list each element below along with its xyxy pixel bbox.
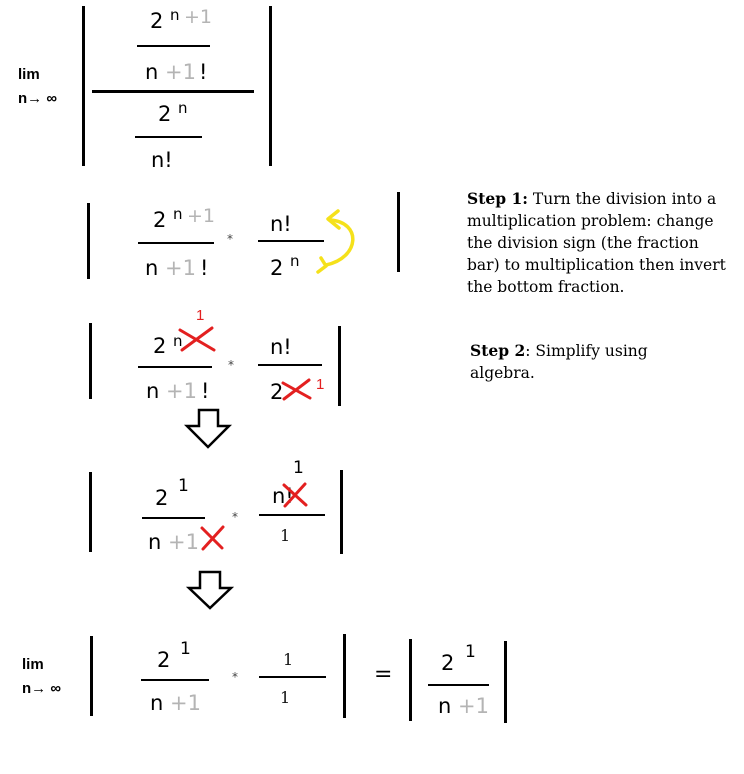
denom-plus-one: +1 — [165, 60, 196, 84]
down-arrow-icon — [183, 408, 233, 449]
n-factorial: n! — [270, 335, 292, 359]
multiply-sign: * — [228, 358, 234, 372]
denom-n: n — [145, 60, 159, 84]
abs-bar-left — [82, 6, 85, 166]
step1-line: multiplication problem: change — [467, 212, 714, 230]
fraction-bar — [259, 676, 326, 678]
denom-n: n — [150, 691, 164, 715]
multiply-sign: * — [232, 510, 238, 524]
multiply-sign: * — [227, 232, 233, 246]
base-two: 2 — [153, 208, 167, 232]
base-two: 2 — [150, 9, 164, 33]
abs-bar-right — [269, 6, 272, 166]
cross-out-icon — [282, 482, 308, 508]
lim-label: lim — [22, 656, 44, 673]
abs-bar-left — [90, 636, 93, 716]
denom-plus-one: +1 — [168, 530, 199, 554]
exp-n: n — [290, 252, 300, 270]
fraction-bar — [138, 366, 212, 368]
abs-bar-right — [504, 641, 507, 723]
lim-label: lim — [18, 66, 40, 83]
denom-plus-one: +1 — [165, 256, 196, 280]
exp-plus-one: +1 — [184, 6, 213, 28]
factorial-mark: ! — [199, 60, 208, 84]
base-two: 2 — [157, 648, 171, 672]
base-two: 2 — [153, 334, 167, 358]
denom-n: n — [145, 256, 159, 280]
exponent-one: 1 — [465, 642, 476, 662]
step2-line: algebra. — [470, 364, 535, 382]
factorial-mark: ! — [200, 256, 209, 280]
exponent-one: 1 — [178, 476, 189, 496]
denom-n: n — [146, 379, 160, 403]
n-factorial: n! — [270, 212, 292, 236]
base-two: 2 — [155, 486, 169, 510]
factorial-mark: ! — [201, 379, 210, 403]
abs-bar-left — [89, 323, 92, 399]
fraction-bar-top — [137, 45, 210, 47]
replacement-one: 1 — [196, 307, 205, 324]
step1-heading: Step 1: — [467, 189, 528, 208]
multiply-sign: * — [232, 670, 238, 684]
fraction-bar — [138, 242, 214, 244]
base-two: 2 — [270, 256, 284, 280]
step1-line: bar) to multiplication then invert — [467, 256, 726, 274]
exp-n: n — [173, 332, 183, 350]
down-arrow-icon — [185, 570, 235, 610]
base-two: 2 — [441, 651, 455, 675]
base-two: 2 — [270, 380, 284, 404]
step1-text: Step 1: Turn the division into a multipl… — [467, 188, 726, 298]
curved-arrow-icon — [316, 209, 355, 274]
exp-plus-one: +1 — [187, 205, 216, 227]
abs-bar-right — [338, 326, 341, 406]
abs-bar-left — [87, 203, 90, 279]
n-factorial: n! — [151, 148, 173, 172]
fraction-bar — [258, 364, 322, 366]
abs-bar-right — [397, 192, 400, 272]
exp-n: n — [173, 205, 183, 223]
step2-line: : Simplify using — [525, 342, 648, 360]
cross-out-icon — [200, 525, 225, 551]
abs-bar-right — [343, 634, 346, 718]
step1-line: the bottom fraction. — [467, 278, 625, 296]
exp-n: n — [170, 6, 180, 24]
lim-approach: n→ ∞ — [22, 680, 62, 697]
abs-bar-right — [340, 470, 343, 554]
denom-n: n — [438, 694, 452, 718]
fraction-bar — [141, 679, 209, 681]
step1-line: Turn the division into a — [527, 190, 717, 208]
fraction-bar — [258, 240, 324, 242]
denominator-one: 1 — [280, 526, 291, 545]
fraction-bar-bottom — [135, 136, 202, 138]
denom-plus-one: +1 — [170, 691, 201, 715]
fraction-bar — [142, 517, 205, 519]
replacement-one: 1 — [293, 458, 304, 478]
fraction-bar — [259, 514, 325, 516]
base-two: 2 — [158, 102, 172, 126]
lim-approach: n→ ∞ — [18, 90, 58, 107]
exponent-one: 1 — [180, 639, 191, 659]
denom-n: n — [148, 530, 162, 554]
step2-text: Step 2: Simplify using algebra. — [470, 340, 648, 384]
abs-bar-left — [409, 639, 412, 721]
step2-heading: Step 2 — [470, 341, 526, 360]
numerator-one: 1 — [283, 650, 294, 669]
denominator-one: 1 — [280, 688, 291, 707]
main-division-bar — [92, 90, 254, 93]
cross-out-icon — [281, 378, 312, 401]
step1-line: the division sign (the fraction — [467, 234, 699, 252]
cross-out-icon — [178, 326, 216, 352]
denom-plus-one: +1 — [458, 694, 489, 718]
fraction-bar — [428, 684, 489, 686]
replacement-one: 1 — [316, 376, 325, 393]
exp-n: n — [178, 99, 188, 117]
denom-plus-one: +1 — [166, 379, 197, 403]
equals-sign: = — [374, 662, 393, 687]
abs-bar-left — [89, 472, 92, 552]
